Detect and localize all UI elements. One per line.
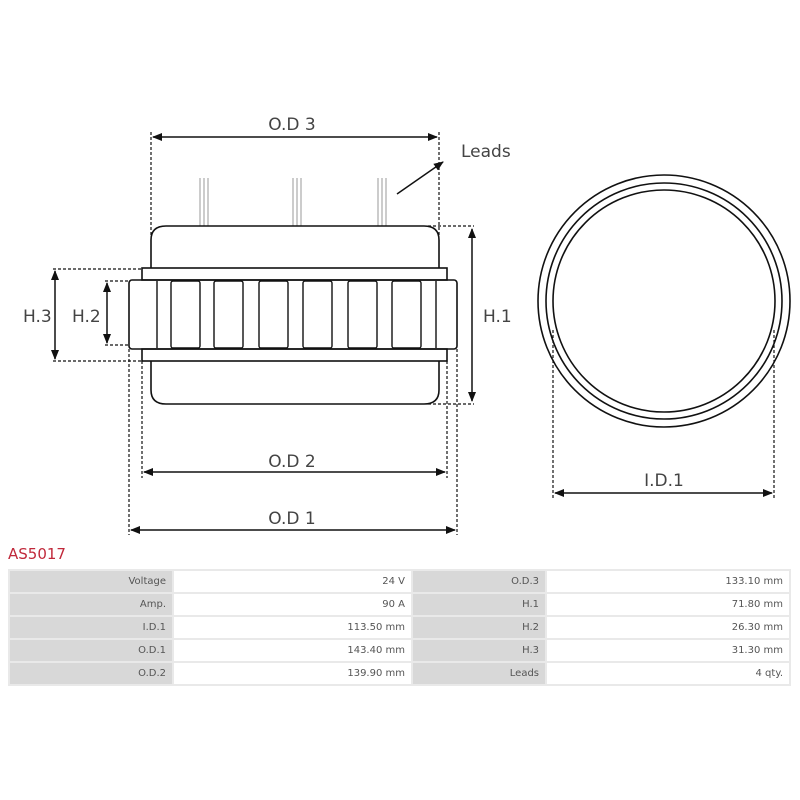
table-row: O.D.2 139.90 mm Leads 4 qty.: [10, 663, 789, 684]
stator-core: [128, 279, 458, 350]
od1-label: O.D 1: [268, 509, 315, 529]
bottom-winding: [150, 361, 440, 405]
ring-top-view: [537, 174, 791, 428]
table-row: Voltage 24 V O.D.3 133.10 mm: [10, 571, 789, 592]
spec-table: Voltage 24 V O.D.3 133.10 mm Amp. 90 A H…: [8, 569, 791, 686]
lead-wires: [199, 178, 387, 226]
id1-label: I.D.1: [644, 471, 684, 491]
spec-label: I.D.1: [10, 617, 172, 638]
top-winding: [150, 225, 440, 268]
spec-label: Amp.: [10, 594, 172, 615]
spec-value: 26.30 mm: [547, 617, 789, 638]
spec-label: O.D.1: [10, 640, 172, 661]
spec-label: Leads: [413, 663, 545, 684]
h3-label: H.3: [23, 307, 52, 327]
spec-value: 133.10 mm: [547, 571, 789, 592]
spec-label: O.D.3: [413, 571, 545, 592]
od3-label: O.D 3: [268, 115, 315, 135]
spec-value: 31.30 mm: [547, 640, 789, 661]
spec-label: O.D.2: [10, 663, 172, 684]
table-row: I.D.1 113.50 mm H.2 26.30 mm: [10, 617, 789, 638]
spec-value: 143.40 mm: [174, 640, 411, 661]
spec-label: H.3: [413, 640, 545, 661]
spec-value: 113.50 mm: [174, 617, 411, 638]
stator-dimension-diagram: O.D 3 Leads H.1 H.3 H.2 O.D 2 O.D 1: [23, 115, 791, 535]
spec-value: 4 qty.: [547, 663, 789, 684]
spec-label: Voltage: [10, 571, 172, 592]
h1-label: H.1: [483, 307, 512, 327]
h2-label: H.2: [72, 307, 101, 327]
leads-label: Leads: [461, 142, 511, 162]
spec-label: H.2: [413, 617, 545, 638]
table-row: O.D.1 143.40 mm H.3 31.30 mm: [10, 640, 789, 661]
spec-value: 24 V: [174, 571, 411, 592]
product-code-title: AS5017: [8, 545, 66, 563]
spec-label: H.1: [413, 594, 545, 615]
spec-value: 139.90 mm: [174, 663, 411, 684]
spec-value: 71.80 mm: [547, 594, 789, 615]
table-row: Amp. 90 A H.1 71.80 mm: [10, 594, 789, 615]
spec-value: 90 A: [174, 594, 411, 615]
od2-label: O.D 2: [268, 452, 315, 472]
